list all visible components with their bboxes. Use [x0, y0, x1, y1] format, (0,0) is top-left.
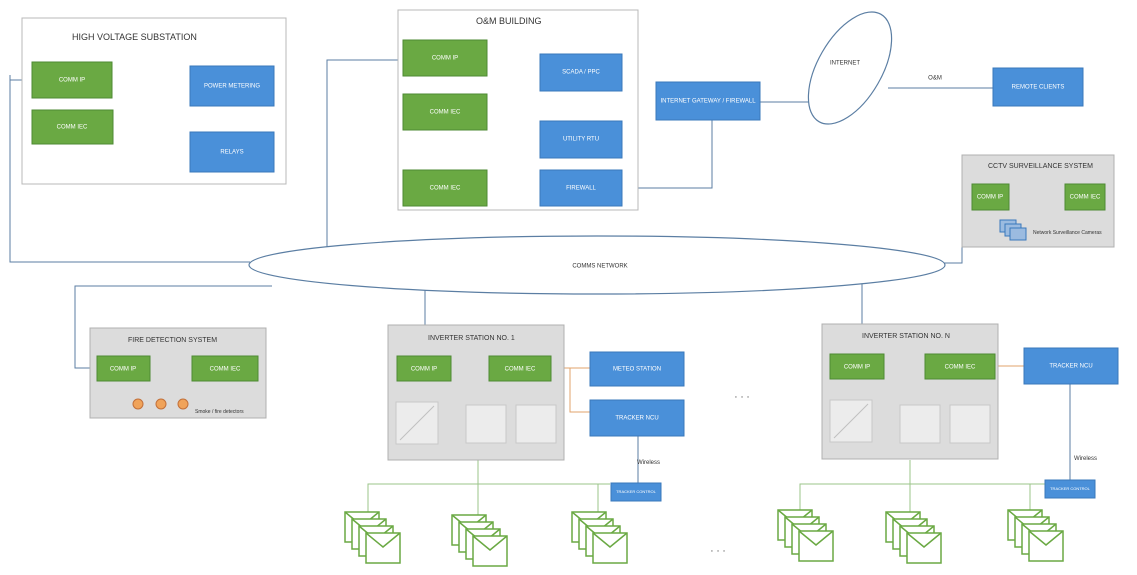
line-inv1-iec-tracker	[569, 368, 590, 413]
tracker-cluster-icon	[451, 514, 508, 567]
line-inv1-tracker-bus	[367, 483, 610, 520]
inv1-title: INVERTER STATION NO. 1	[428, 335, 515, 342]
cctv-comm-iec-label: COMM IEC	[1070, 195, 1101, 201]
network-group: COMMS NETWORK	[248, 235, 946, 295]
invn-comm-iec-label: COMM IEC	[945, 365, 976, 371]
wireless-1-label: Wireless	[637, 460, 660, 466]
sub-comm-ip-box[interactable]	[31, 61, 113, 99]
line-network-fire	[74, 285, 272, 369]
remote-clients-box[interactable]	[992, 67, 1084, 107]
om-comm-ip-label: COMM IP	[432, 56, 458, 62]
tracker-cluster-icon	[571, 511, 628, 564]
smoke-detectors-label: Smoke / fire detectors	[195, 409, 244, 415]
fire-comm-iec-label: COMM IEC	[210, 367, 241, 373]
relays-box[interactable]	[189, 131, 275, 173]
line-network-cctv	[940, 202, 963, 264]
inverter-device-icon	[515, 404, 557, 444]
internet-label: INTERNET	[830, 61, 860, 67]
inv1-comm-iec-box[interactable]	[488, 355, 552, 382]
fire-comm-ip-label: COMM IP	[110, 367, 136, 373]
scada-ppc-box[interactable]	[539, 53, 623, 92]
cctv-comm-ip-box[interactable]	[971, 183, 1010, 211]
relays-label: RELAYS	[220, 150, 243, 156]
remote-clients-label: REMOTE CLIENTS	[1012, 85, 1065, 91]
cctv-title: CCTV SURVEILLANCE SYSTEM	[988, 163, 1093, 170]
scada-ppc-label: SCADA / PPC	[562, 70, 600, 76]
sub-comm-iec-box[interactable]	[31, 109, 114, 145]
invn-comm-ip-label: COMM IP	[844, 365, 870, 371]
cctv-cameras-label: Network Surveillance Cameras	[1033, 230, 1102, 236]
fire-comm-ip-box[interactable]	[96, 355, 151, 382]
inv1-tracker-ctrl-label: TRACKER CONTROL	[616, 489, 657, 494]
substation-group: HIGH VOLTAGE SUBSTATION COMM IP COMM IEC…	[21, 17, 287, 185]
inv1-comm-ip-label: COMM IP	[411, 367, 437, 373]
cctv-comm-iec-box[interactable]	[1064, 183, 1106, 211]
inv1-tracker-label: TRACKER NCU	[615, 416, 658, 422]
om-link-label: O&M	[928, 76, 942, 82]
camera-icon	[999, 219, 1027, 241]
om-comm-ip-box[interactable]	[402, 39, 488, 77]
invn-comm-ip-box[interactable]	[829, 353, 885, 380]
tracker-clusters	[344, 509, 1064, 567]
meteo-station-box[interactable]	[589, 351, 685, 387]
line-firewall-gateway	[622, 112, 713, 189]
fire-detection-group: FIRE DETECTION SYSTEM COMM IP COMM IEC S…	[89, 327, 267, 419]
sub-comm-iec-label: COMM IEC	[57, 125, 88, 131]
internet-ellipse	[807, 11, 893, 125]
firewall-box[interactable]	[539, 169, 623, 207]
inv1-tracker-box[interactable]	[589, 399, 685, 437]
internet-gateway-box[interactable]	[655, 81, 761, 121]
internet-group: INTERNET GATEWAY / FIREWALL INTERNET O&M…	[655, 11, 1084, 125]
ellipsis-bottom: · · ·	[710, 546, 726, 557]
inverter-station-n-group: INVERTER STATION NO. N COMM IP COMM IEC	[821, 323, 999, 460]
invn-tracker-box[interactable]	[1023, 347, 1119, 385]
tracker-cluster-icon	[777, 509, 834, 562]
line-om-to-network	[326, 59, 403, 255]
utility-rtu-label: UTILITY RTU	[563, 137, 599, 143]
cctv-comm-ip-label: COMM IP	[977, 195, 1003, 201]
power-metering-box[interactable]	[189, 65, 275, 107]
inverter-device-icon	[899, 404, 941, 444]
firewall-label: FIREWALL	[566, 186, 596, 192]
cctv-group: CCTV SURVEILLANCE SYSTEM COMM IP COMM IE…	[961, 154, 1115, 248]
inv1-tracker-ctrl-box[interactable]	[610, 482, 662, 502]
smoke-detector-icon	[132, 398, 144, 410]
fire-comm-iec-box[interactable]	[191, 355, 259, 382]
tracker-cluster-icon	[344, 511, 401, 564]
om-building-group: O&M BUILDING COMM IP COMM IEC SCADA / PP…	[397, 9, 639, 211]
inv1-comm-ip-box[interactable]	[396, 355, 452, 382]
meteo-station-label: METEO STATION	[613, 367, 661, 373]
inv1-comm-iec-label: COMM IEC	[505, 367, 536, 373]
internet-gateway-label: INTERNET GATEWAY / FIREWALL	[660, 99, 756, 105]
smoke-detector-icon	[177, 398, 189, 410]
sub-comm-ip-label: COMM IP	[59, 78, 85, 84]
invn-comm-iec-box[interactable]	[924, 353, 996, 380]
smoke-detector-icon	[155, 398, 167, 410]
om-comm-iec2-label: COMM IEC	[430, 186, 461, 192]
line-invn-tracker-bus	[799, 483, 1045, 520]
ellipsis-middle: · · ·	[734, 392, 750, 403]
invn-tracker-ctrl-label: TRACKER CONTROL	[1050, 486, 1091, 491]
wireless-n-label: Wireless	[1074, 456, 1097, 462]
om-comm-iec2-box[interactable]	[402, 169, 488, 207]
inverter-device-icon	[949, 404, 991, 444]
om-comm-iec-label: COMM IEC	[430, 110, 461, 116]
invn-title: INVERTER STATION NO. N	[862, 333, 950, 340]
tracker-cluster-icon	[1007, 509, 1064, 562]
comms-network-ellipse	[248, 235, 946, 295]
om-comm-iec-box[interactable]	[402, 93, 488, 131]
invn-tracker-label: TRACKER NCU	[1049, 364, 1092, 370]
invn-tracker-ctrl-box[interactable]	[1044, 479, 1096, 499]
substation-title: HIGH VOLTAGE SUBSTATION	[72, 32, 197, 42]
inverter-station-1-group: INVERTER STATION NO. 1 COMM IP COMM IEC	[387, 324, 565, 461]
om-building-title: O&M BUILDING	[476, 16, 542, 26]
power-metering-label: POWER METERING	[204, 84, 260, 90]
tracker-cluster-icon	[885, 511, 942, 564]
inverter-device-icon	[465, 404, 507, 444]
comms-network-label: COMMS NETWORK	[572, 264, 627, 270]
line-left-trunk	[9, 75, 250, 263]
utility-rtu-box[interactable]	[539, 120, 623, 159]
fire-title: FIRE DETECTION SYSTEM	[128, 337, 217, 344]
